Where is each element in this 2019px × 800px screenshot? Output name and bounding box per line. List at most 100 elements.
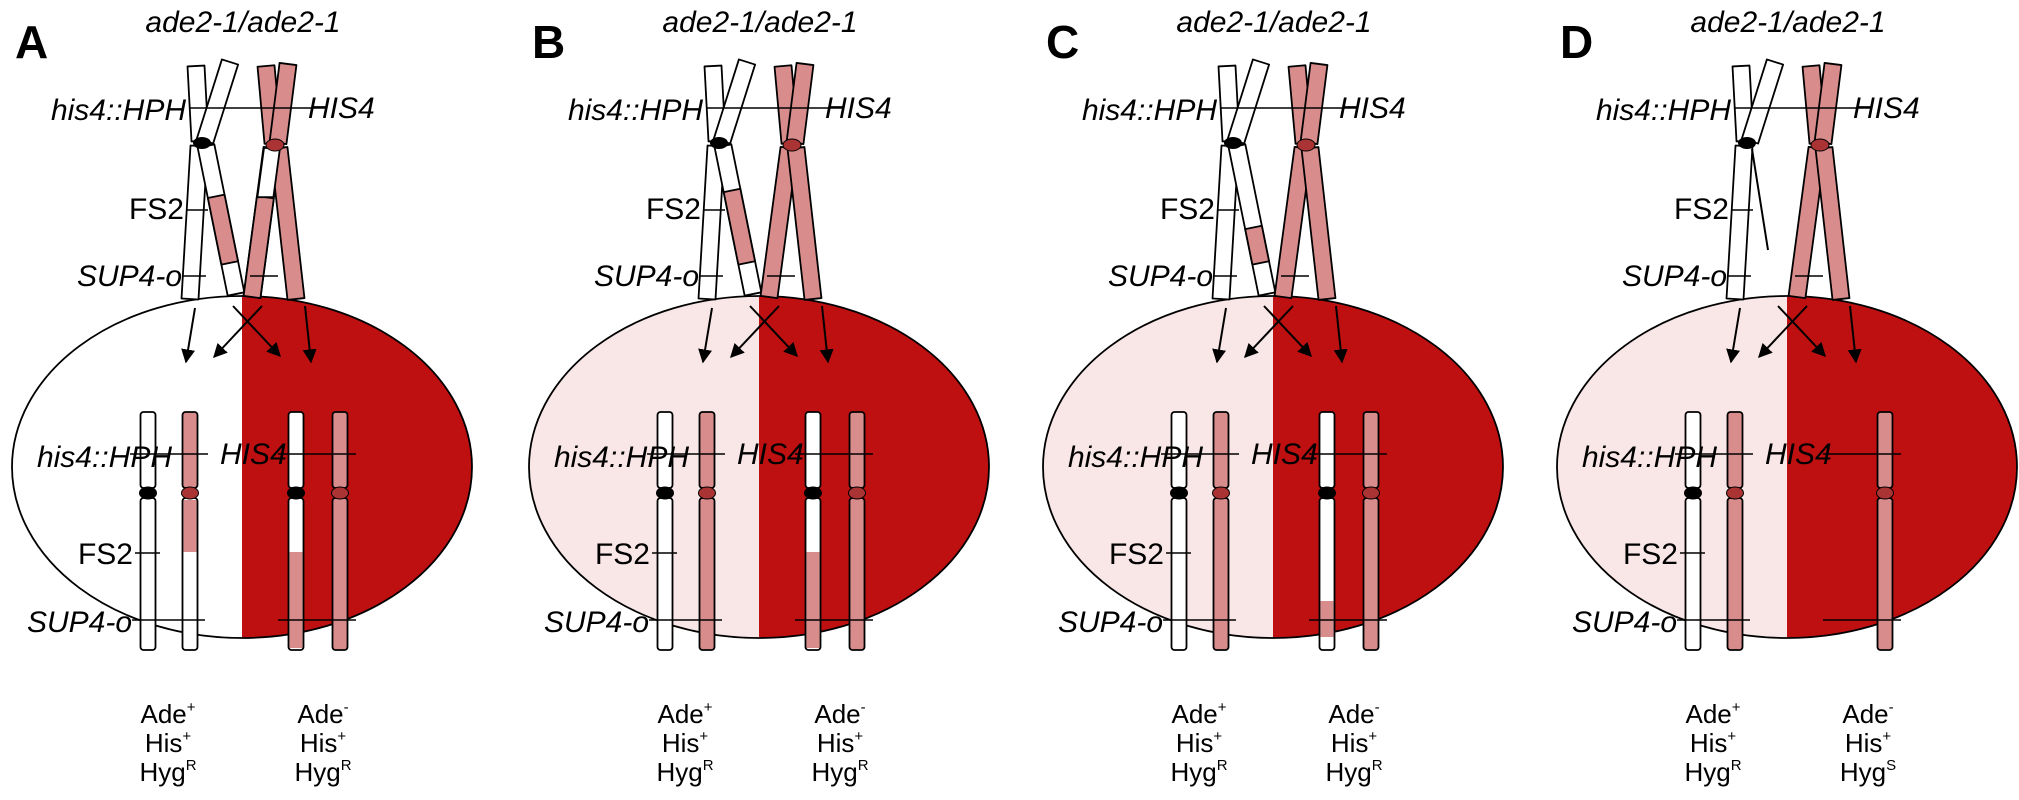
label-his4-hph: his4::HPH [51,94,186,127]
chromatid-pink-arm [268,62,298,145]
cell-label-his4-hph: his4::HPH [1582,441,1717,474]
phenotype-allele: R [1731,757,1742,774]
phenotype-line: Ade+ [140,699,195,729]
phenotype-line: His+ [145,728,192,758]
label-fs2: FS2 [129,193,184,226]
phenotype-gene: Ade [1685,699,1731,729]
chromatid-white-arm [195,58,240,145]
panel-c: C ade2-1/ade2-1 his4::HPH HIS4 FS2 SUP4-… [1042,6,1504,787]
cell-label-his4: HIS4 [737,438,804,471]
panel-b: B ade2-1/ade2-1 his4::HPH HIS4 FS2 SUP4-… [528,6,990,787]
cell-chromosome-left-pink-top [181,411,199,489]
phenotype-allele: R [1217,757,1228,774]
phenotype-allele: R [186,757,197,774]
cell-chromosome-right-white-centromere [804,486,822,500]
phenotype-allele: + [854,728,863,745]
chromatid-pink-arm [785,62,815,145]
phenotype-allele: R [1372,757,1383,774]
phenotype-allele: + [187,699,196,716]
phenotype-left: Ade+His+HygR [1170,699,1227,787]
phenotype-gene: Ade [657,699,703,729]
cell-chromosome-right-white-top [1318,411,1336,489]
cell-chromosome-left-pink-centromere [1212,486,1230,500]
cell-chromosome-left-pink-bottom [698,497,716,651]
arrow-segregation [819,305,834,364]
phenotype-gene: His [817,728,855,758]
cell-chromosome-right-pink-bottom [1876,497,1894,651]
chromatid-pink [786,146,823,301]
arrow-segregation [730,305,780,359]
cell-chromosome-left-white-centromere [1684,486,1702,500]
phenotype-gene: Ade [140,699,186,729]
chromatid-pink-arm [1813,62,1843,145]
phenotype-allele: + [1882,728,1891,745]
arrow-segregation [1244,305,1294,359]
phenotype-gene: His [1331,728,1369,758]
cell-chromosome-left-white-centromere [1170,486,1188,500]
chromatid-white-arm [1226,58,1271,145]
phenotype-allele: - [861,699,866,716]
chromatid-white-arm [712,58,757,145]
cell-chromosome-left-white-centromere [656,486,674,500]
chromatid-pink-segment [206,193,239,266]
phenotype-gene: Ade [1328,699,1374,729]
phenotype-right: Ade-His+HygR [1325,699,1382,787]
cell-label-his4: HIS4 [1765,438,1832,471]
arrow-segregation [1726,307,1741,364]
centromere-pink [265,138,285,152]
cell-chromosome-right-white-top [804,411,822,489]
centromere-white [193,137,211,149]
chromatid-pink-segment [722,187,756,266]
label-fs2: FS2 [1160,193,1215,226]
phenotype-line: His+ [300,728,347,758]
label-sup4-o: SUP4-o [77,260,182,293]
phenotype-right: Ade-His+HygR [294,699,351,787]
cell-label-fs2: FS2 [1623,538,1678,571]
label-his4: HIS4 [308,92,375,125]
label-his4: HIS4 [1853,92,1920,125]
cell-outline [528,295,990,639]
phenotype-allele: - [344,699,349,716]
centromere-pink [782,138,802,152]
cell-chromosome-right-pink-bottom [848,497,866,651]
label-his4-hph: his4::HPH [568,94,703,127]
broken-chromatid [1751,148,1769,251]
cell-chromosome-left-pink-pink-segment [183,500,197,552]
cell-chromosome-left-white-bottom [656,497,674,651]
phenotype-line: HygR [139,757,196,787]
cell-chromosome-left-pink-centromere [1726,486,1744,500]
phenotype-left: Ade+His+HygR [1684,699,1741,787]
label-sup4-o: SUP4-o [1622,260,1727,293]
cell-chromosome-right-pink-centromere [1876,486,1894,500]
genotype-label: ade2-1/ade2-1 [1176,6,1371,39]
cell-chromosome-right-pink-centromere [848,486,866,500]
arrow-segregation [232,305,281,358]
chromatid-white-arm [1740,58,1785,145]
cell-label-fs2: FS2 [595,538,650,571]
cell-label-sup4-o: SUP4-o [1058,606,1163,639]
phenotype-allele: - [1889,699,1894,716]
phenotype-gene: His [1690,728,1728,758]
phenotype-gene: Hyg [656,757,702,787]
cell-label-sup4-o: SUP4-o [1572,606,1677,639]
cell-chromosome-right-pink-bottom [331,497,349,651]
cell-chromosome-left-pink-centromere [181,486,199,500]
phenotype-gene: Ade [297,699,343,729]
arrow-segregation [1263,305,1312,358]
cell-label-sup4-o: SUP4-o [544,606,649,639]
centromere-white [1224,137,1242,149]
cell-label-fs2: FS2 [78,538,133,571]
cell-chromosome-left-pink-top [1726,411,1744,489]
phenotype-line: His+ [817,728,864,758]
phenotype-allele: + [1732,699,1741,716]
phenotype-gene: His [1176,728,1214,758]
genotype-label: ade2-1/ade2-1 [145,6,340,39]
phenotype-gene: Ade [814,699,860,729]
centromere-pink [1296,138,1316,152]
chromatid-pink-segment [1244,224,1270,266]
phenotype-line: Ade+ [1171,699,1226,729]
phenotype-line: Ade- [1842,699,1893,729]
cell-label-his4: HIS4 [1251,438,1318,471]
phenotype-line: His+ [662,728,709,758]
